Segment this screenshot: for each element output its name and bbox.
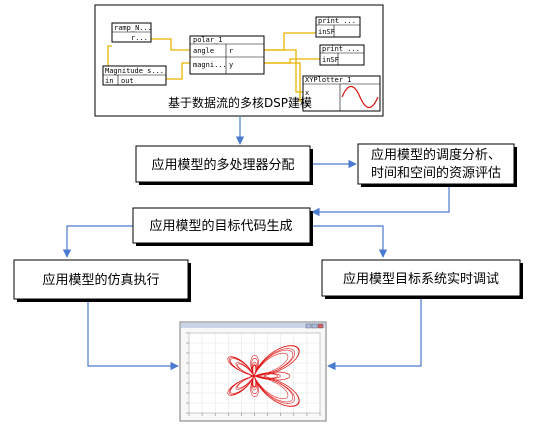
codegen-label: 应用模型的目标代码生成 <box>149 218 292 234</box>
arrow-codegen-to-debug <box>310 225 388 258</box>
print-block-2-port: inSF <box>322 56 339 64</box>
simulation-label: 应用模型的仿真执行 <box>42 272 159 288</box>
magnitude-port-out: out <box>121 77 134 85</box>
print-block-1-port: inSF <box>318 28 335 36</box>
ramp-block[interactable]: ramp_N... r... <box>111 22 152 43</box>
process-box-simulation[interactable]: 应用模型的仿真执行 <box>13 259 191 302</box>
plot-window-titlebar <box>181 323 325 328</box>
print-block-1-title: print ... <box>318 17 356 25</box>
process-box-codegen[interactable]: 应用模型的目标代码生成 <box>132 207 313 246</box>
panel-caption: 基于数据流的多核DSP建模 <box>168 95 312 110</box>
magnitude-block[interactable]: Magnitude_s... in out <box>102 65 167 86</box>
process-box-analysis[interactable]: 应用模型的调度分析、 时间和空间的资源评估 <box>357 143 517 187</box>
analysis-label-line1: 应用模型的调度分析、 <box>371 147 501 163</box>
polar-port-magni: magni... <box>193 61 227 69</box>
ramp-block-row: r... <box>131 34 148 42</box>
polar-block[interactable]: polar_1 angle magni... r y <box>189 35 265 75</box>
xyplotter-port-x: x <box>305 89 309 97</box>
maximize-button[interactable] <box>311 323 318 329</box>
xyplotter-port-y: y <box>305 99 309 107</box>
magnitude-port-in: in <box>105 77 113 85</box>
allocation-label: 应用模型的多处理器分配 <box>151 157 294 173</box>
process-box-allocation[interactable]: 应用模型的多处理器分配 <box>135 145 313 185</box>
polar-block-title: polar_1 <box>193 36 223 44</box>
polar-out-y: y <box>229 61 233 69</box>
xyplotter-block[interactable]: XYPlotter_1 x y <box>302 75 381 112</box>
print-block-2[interactable]: print ... inSF <box>319 44 365 66</box>
close-button[interactable] <box>317 323 324 329</box>
minimize-button[interactable] <box>305 323 312 329</box>
print-block-1[interactable]: print ... inSF <box>315 16 361 38</box>
magnitude-block-title: Magnitude_s... <box>105 67 164 75</box>
dataflow-model-panel: ramp_N... r... Magnitude_s... in out pol… <box>94 4 384 117</box>
plot-ticks <box>186 332 321 416</box>
window-controls <box>305 323 324 329</box>
butterfly-curve <box>227 345 300 407</box>
arrow-debug-to-plot <box>327 297 422 371</box>
arrow-simulation-to-plot <box>87 302 179 371</box>
flow-arrows <box>62 117 450 371</box>
arrow-analysis-to-codegen <box>311 184 450 217</box>
dataflow-wires <box>107 32 320 102</box>
process-box-realtime-debug[interactable]: 应用模型目标系统实时调试 <box>321 259 523 299</box>
polar-out-r: r <box>229 47 233 55</box>
plot-window[interactable] <box>179 321 327 422</box>
polar-port-angle: angle <box>193 47 214 55</box>
realtime-debug-label: 应用模型目标系统实时调试 <box>343 271 499 287</box>
print-block-2-title: print ... <box>322 45 360 53</box>
plot-grid <box>189 333 320 413</box>
xyplotter-block-title: XYPlotter_1 <box>305 76 351 84</box>
arrow-codegen-to-simulation <box>62 225 133 258</box>
analysis-label-line2: 时间和空间的资源评估 <box>371 165 501 181</box>
ramp-block-title: ramp_N... <box>114 24 152 32</box>
sine-wave-icon <box>341 85 379 109</box>
